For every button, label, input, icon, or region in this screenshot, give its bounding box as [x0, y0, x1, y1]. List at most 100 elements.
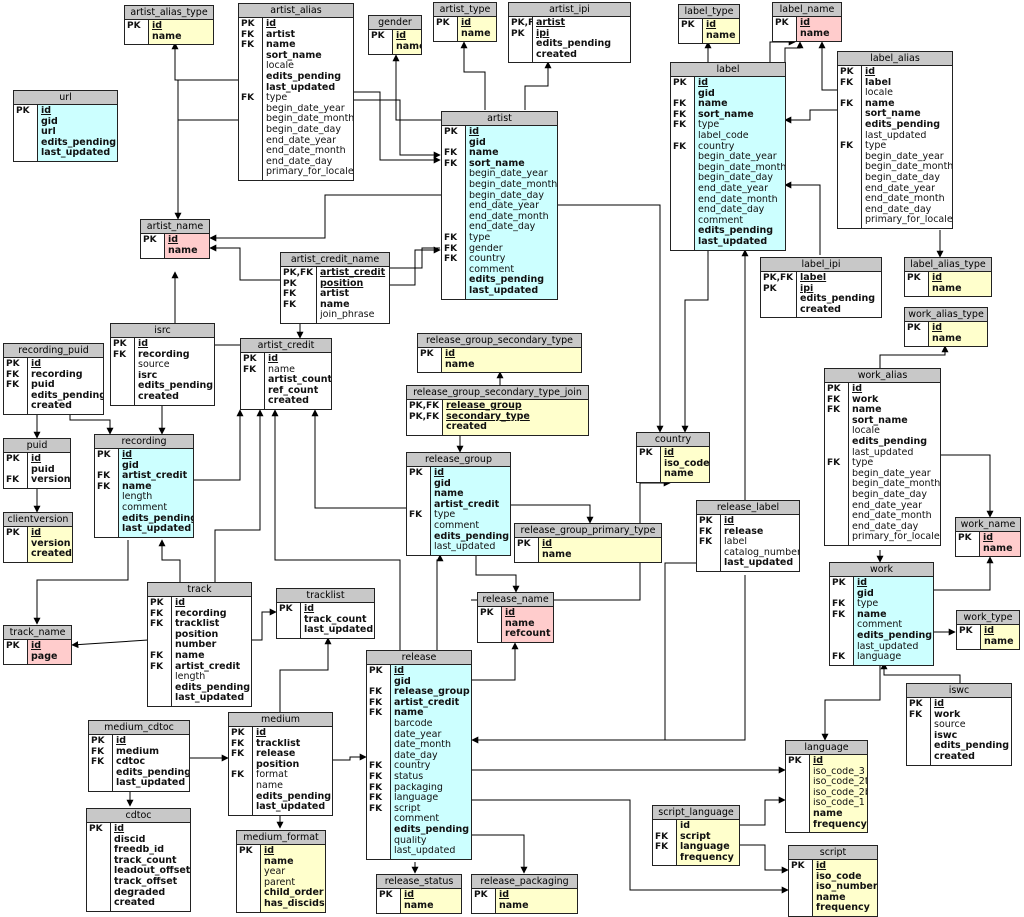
key-marker: [827, 426, 848, 437]
field-name: release: [724, 526, 764, 537]
field-name: id: [664, 448, 675, 458]
table-title: artist_name: [141, 220, 209, 234]
key-marker: [89, 835, 110, 846]
field-name: id: [122, 450, 133, 460]
key-marker: [369, 677, 390, 688]
field-name: release_group: [446, 401, 522, 411]
key-marker: [241, 61, 262, 72]
key-marker: PK: [775, 18, 789, 28]
field-name: gid: [698, 88, 715, 99]
key-marker: [97, 503, 118, 514]
key-marker: FK: [827, 458, 841, 469]
table-gender[interactable]: genderPKidname: [368, 15, 422, 56]
field-name: work: [934, 709, 961, 720]
key-marker: PK: [409, 468, 423, 478]
field-name: end_date_year: [698, 183, 769, 194]
field-name: begin_date_year: [865, 151, 944, 162]
key-marker: PK: [840, 67, 854, 77]
field-name: name: [461, 28, 491, 39]
key-column: PK: [789, 860, 813, 916]
field-name: name: [857, 609, 887, 620]
field-name: id: [445, 349, 456, 359]
key-column: PK: [956, 532, 980, 557]
field-name: puid: [31, 380, 55, 391]
key-marker: [444, 265, 465, 276]
field-name: type: [434, 510, 456, 521]
field-name: end_date_day: [469, 222, 536, 233]
key-marker: FK: [655, 831, 669, 842]
key-marker: PK: [511, 28, 525, 39]
field-name: year: [264, 867, 286, 878]
field-name: parent: [264, 877, 296, 888]
field-name: begin_date_month: [865, 162, 952, 173]
table-artist-ipi[interactable]: artist_ipiPK,FKPKartistipiedits_pendingc…: [508, 2, 631, 64]
key-marker: [639, 469, 660, 480]
table-title: label: [671, 63, 785, 77]
key-marker: FK: [150, 608, 164, 619]
field-name: begin_date_month: [698, 162, 785, 173]
field-name: last_updated: [122, 524, 192, 535]
field-name: created: [31, 549, 72, 560]
key-marker: [91, 778, 112, 789]
field-name: created: [446, 422, 487, 433]
key-marker: [788, 809, 809, 820]
key-marker: [827, 511, 848, 522]
key-column: PK: [773, 17, 797, 42]
field-name: edits_pending: [175, 682, 251, 693]
key-marker: [840, 131, 861, 142]
field-name: iswc: [934, 730, 958, 741]
field-name: created: [536, 49, 577, 60]
table-title: work_alias_type: [905, 308, 987, 322]
field-name: language: [680, 842, 730, 853]
field-name: edits_pending: [394, 824, 470, 835]
